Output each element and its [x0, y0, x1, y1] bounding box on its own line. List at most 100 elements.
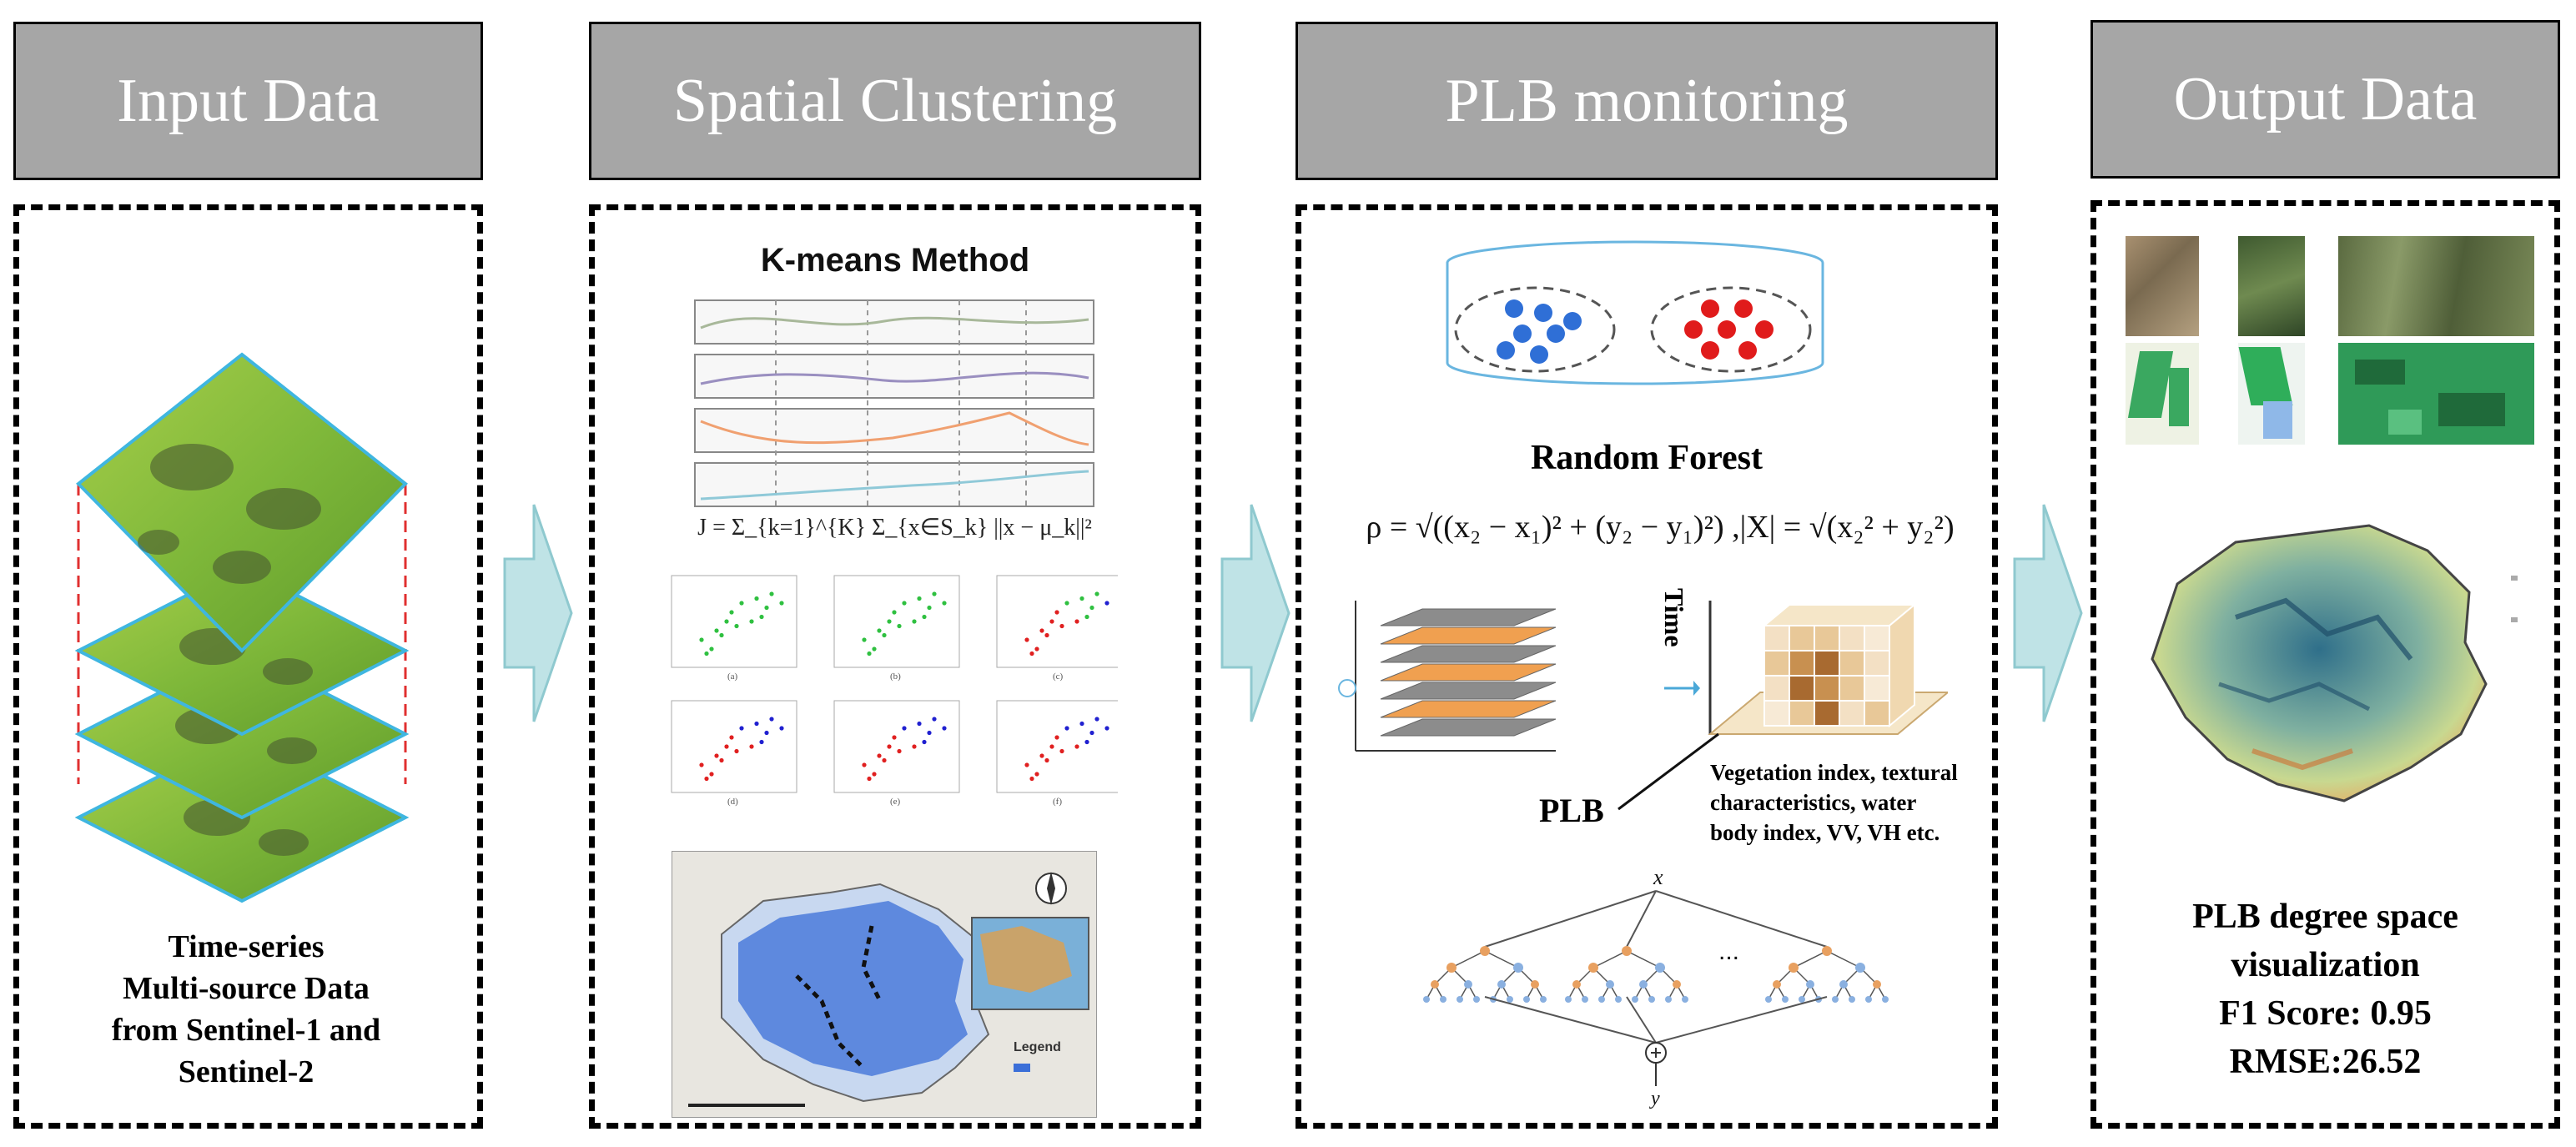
scatter-point — [729, 735, 734, 740]
scatter-point — [922, 614, 927, 620]
tree-node — [1822, 946, 1832, 956]
distance-formula: ρ = √((x₂ − x₁)² + (y₂ − y₁)²) ,|X| = √(… — [1366, 510, 1955, 545]
feature-layer — [1380, 608, 1557, 626]
cube-cell — [1839, 700, 1865, 727]
scatter-point — [942, 601, 947, 606]
scatter-point — [769, 717, 774, 722]
scatter-point — [719, 632, 724, 638]
tree-node — [1839, 980, 1848, 989]
scatter-point — [1034, 646, 1039, 651]
scatter-point — [862, 762, 867, 767]
input-caption-line-4: Sentinel-2 — [178, 1054, 314, 1089]
cube-cell — [1814, 675, 1840, 702]
flow-arrow-1 — [503, 504, 573, 722]
scatter-point — [882, 757, 887, 763]
map-legend-tick — [2511, 576, 2518, 581]
scatter-point — [1094, 591, 1099, 596]
imagery-layer-1 — [76, 352, 408, 653]
scatter-point — [714, 753, 719, 758]
scatter-point — [1044, 632, 1049, 638]
classified-thumb-1 — [2126, 343, 2199, 445]
cube-cell — [1814, 625, 1840, 651]
tree-leaf — [1832, 996, 1839, 1003]
scatter-point — [699, 762, 704, 767]
scatter-point — [699, 637, 704, 642]
tree-node — [1855, 963, 1865, 973]
satellite-thumb-3 — [2338, 236, 2534, 336]
scatter-point — [1104, 601, 1109, 606]
cube-cell — [1864, 700, 1890, 727]
scatter-panel — [996, 575, 1123, 668]
scatter-point — [942, 726, 947, 731]
scatter-panel — [671, 575, 797, 668]
output-caption-line-2: visualization — [2231, 946, 2420, 984]
scatter-point — [1039, 753, 1044, 758]
cube-cell — [1864, 650, 1890, 677]
tree-leaf — [1682, 996, 1688, 1003]
classified-thumb-3 — [2338, 343, 2534, 445]
scatter-point — [902, 726, 907, 731]
time-series-curves — [694, 299, 1094, 507]
scatter-point — [1079, 596, 1084, 601]
tree-leaf — [1598, 996, 1605, 1003]
tree-root-label: x — [1653, 868, 1663, 889]
tree-node — [1622, 946, 1632, 956]
feature-layer — [1380, 663, 1557, 682]
features-line-2: characteristics, water — [1710, 790, 1917, 815]
tree-node — [1446, 963, 1457, 973]
cluster-database-cylinder — [1446, 240, 1824, 385]
feature-layer — [1380, 645, 1557, 663]
scatter-label: (d) — [727, 797, 738, 807]
cube-cell — [1789, 625, 1815, 651]
tree-node — [1806, 980, 1814, 989]
cube-cell — [1789, 675, 1815, 702]
cube-cell — [1814, 700, 1840, 727]
input-caption-line-2: Multi-source Data — [123, 971, 370, 1006]
cube-cell — [1789, 650, 1815, 677]
output-thumbnails — [2126, 236, 2534, 445]
scatter-point — [764, 730, 769, 736]
scatter-label: (c) — [1053, 672, 1064, 682]
scatter-point — [912, 619, 917, 624]
scatter-point — [872, 646, 877, 651]
scatter-point — [739, 601, 744, 606]
tree-node — [1655, 963, 1665, 973]
scatter-point — [749, 744, 754, 749]
tree-node — [1464, 980, 1472, 989]
scatter-point — [867, 776, 872, 782]
tree-leaf — [1565, 996, 1572, 1003]
scatter-label: (f) — [1053, 797, 1062, 807]
scatter-point — [1049, 619, 1054, 624]
scatter-point — [922, 739, 927, 745]
scatter-point — [704, 776, 709, 782]
tree-leaf — [1507, 996, 1513, 1003]
cube-cell — [1839, 625, 1865, 651]
clock-icon — [1338, 679, 1356, 697]
map-legend-tick-2 — [2511, 617, 2518, 622]
scatter-label: (e) — [890, 797, 901, 807]
tree-node — [1497, 980, 1506, 989]
f1-score-text: F1 Score: 0.95 — [2219, 994, 2432, 1033]
scatter-point — [1089, 605, 1094, 611]
kmeans-scatter-grid: (a)(b)(c)(d)(e)(f) — [667, 571, 1123, 822]
header-clustering-label: Spatial Clustering — [672, 66, 1118, 135]
scatter-point — [769, 591, 774, 596]
tree-leaf — [1540, 996, 1547, 1003]
scatter-point — [1074, 744, 1079, 749]
cube-cell — [1763, 625, 1790, 651]
scatter-point — [739, 726, 744, 731]
tree-leaf — [1523, 996, 1530, 1003]
cube-cell — [1864, 675, 1890, 702]
scatter-point — [1064, 601, 1069, 606]
scatter-point — [927, 605, 932, 611]
tree-leaf — [1473, 996, 1480, 1003]
output-caption-line-1: PLB degree space — [2192, 898, 2458, 936]
tree-node — [1673, 980, 1681, 989]
scatter-point — [734, 623, 739, 629]
scatter-point — [897, 623, 902, 629]
header-input-label: Input Data — [117, 66, 380, 135]
tree-node — [1480, 946, 1490, 956]
tree-leaf — [1765, 996, 1772, 1003]
time-feature-cube — [1708, 601, 1948, 735]
scatter-point — [714, 628, 719, 633]
